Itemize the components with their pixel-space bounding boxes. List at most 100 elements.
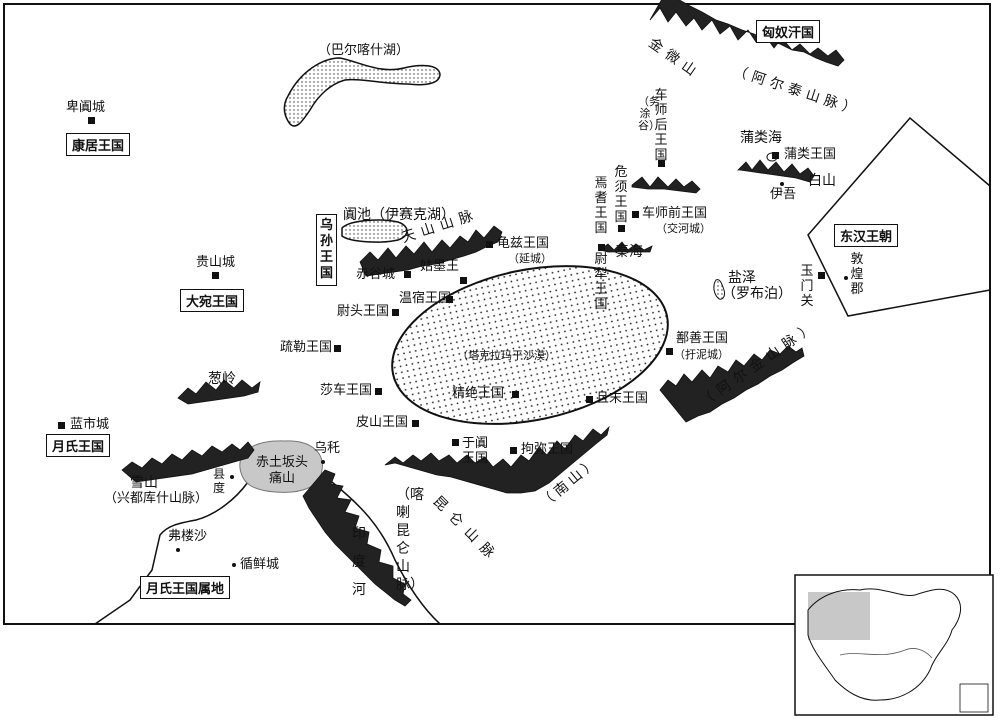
altun-range [659,345,805,423]
gumo-label: 姑墨王 [420,259,460,274]
beiyan-marker [88,117,95,124]
lanshi-label: 蓝市城 [70,417,110,432]
yutian-marker [452,439,459,446]
wutugu-label: （务涂谷） [638,95,660,132]
qiemo-marker [586,396,593,403]
map-frame [3,3,991,625]
yanqi-marker [598,244,605,251]
weixu-label: 危须王国 [614,165,628,225]
xingdu-label: （兴都库什山脉） [104,491,209,506]
qiuci-marker [486,241,493,248]
xiandu-label: 县度 [212,467,225,495]
hindukush-range [121,441,255,483]
pulei-wang-label: 蒲类王国 [784,147,837,162]
wutuo-label: 乌秅 [314,441,341,456]
jumi-label: 拘弥王国 [521,442,574,457]
indus-label: 印度河 [352,526,366,598]
chitu-area [239,440,323,493]
weixu-marker [618,225,625,232]
wensu-label: 温宿王国 [399,291,452,306]
puleihai-label: 蒲类海 [740,130,782,146]
karakoram-range [302,469,412,607]
balkhash-label: （巴尔喀什湖） [318,43,410,58]
lake-issyk [341,219,408,243]
jiaohe-label: （交河城） [656,222,711,235]
donghan-border [807,116,991,317]
baishan-range [737,159,815,183]
karakoram-label: （喀喇昆仑山脉） [396,487,424,593]
xiongnu-label: 匈奴汗国 [756,20,821,43]
inset-islands-box [959,683,989,713]
shule-label: 疏勒王国 [280,340,333,355]
jingjue-marker [512,391,519,398]
yanze-label: 盐泽 [728,270,756,286]
fuloushao-marker [176,548,180,552]
gumo-marker [460,277,467,284]
yanqi-label: 焉耆王国 [594,176,608,236]
yutian-label: 于阗王国 [462,436,489,466]
xiandu-marker [230,475,234,479]
yuezhi-territory-label: 月氏王国属地 [140,576,231,599]
shule-marker [334,345,341,352]
dunhuang-marker [844,276,848,280]
weitou-label: 尉头王国 [337,304,390,319]
inset-river [839,648,933,659]
wutuo-marker [321,460,325,464]
pulei-wang-marker [772,152,779,159]
congling-label: 葱岭 [208,371,236,387]
baishan-label: 白山 [808,173,836,189]
yumenguan-label: 玉门关 [800,264,814,309]
lake-balkhash [283,57,441,127]
fuloushao-label: 弗楼沙 [168,529,208,544]
wusun-label: 乌孙王国 [316,214,337,286]
guishan-marker [212,272,219,279]
guishan-label: 贵山城 [196,255,236,270]
yumenguan-marker [818,272,825,279]
dayuan-label: 大宛王国 [180,289,245,312]
chigu-marker [404,271,411,278]
issyk-label: 阗池（伊赛克湖） [343,207,455,223]
lopnur-label: （罗布泊） [722,286,792,302]
inset-highlight [808,592,870,640]
lake-lopnur [713,279,725,300]
beiyan-label: 卑阗城 [66,100,106,115]
territory-boundary [94,481,249,625]
kangju-label: 康居王国 [66,133,131,156]
congling-range [177,379,261,405]
tianshan-range [359,225,503,277]
taklamakan-desert [391,265,669,425]
yuezhi-label: 月氏王国 [46,434,111,457]
handi-label: （扜泥城） [674,348,729,361]
xunxian-label: 循鲜城 [240,557,280,572]
shache-label: 莎车王国 [320,383,373,398]
altai-range [649,0,845,67]
weili-label: 尉犁王国 [594,252,608,312]
donghan-label: 东汉王朝 [834,224,899,247]
qiuci-label: 龟兹王国 [497,236,550,251]
jushi-hou-marker [658,160,665,167]
xueshan-label: 雪山 [130,475,158,491]
qinhai-ridge [599,241,653,253]
xunxian-marker [232,563,236,567]
qinhai-label: 秦海 [615,244,643,260]
chigu-label: 赤谷城 [356,267,396,282]
dunhuang-label: 敦煌郡 [850,252,864,297]
mountain-ranges [121,0,845,607]
weitou-marker [392,309,399,316]
jushi-hou-label: 车师后王国 [654,88,668,163]
shanshan-marker [666,348,673,355]
jushi-qian-marker [632,211,639,218]
pishan-label: 皮山王国 [356,415,409,430]
pishan-marker [412,420,419,427]
jumi-marker [510,447,517,454]
chitu-label: 赤土坂头痛山 [255,455,308,486]
wensu-marker [446,296,453,303]
kunlun-range [384,425,610,494]
yiwu-label: 伊吾 [770,187,797,202]
indus-river [331,481,441,625]
yancheng-label: （延城） [508,252,552,265]
jushi-range [631,176,701,194]
desert-label: （塔克拉玛干沙漠） [457,349,556,362]
yiwu-marker [780,182,784,186]
